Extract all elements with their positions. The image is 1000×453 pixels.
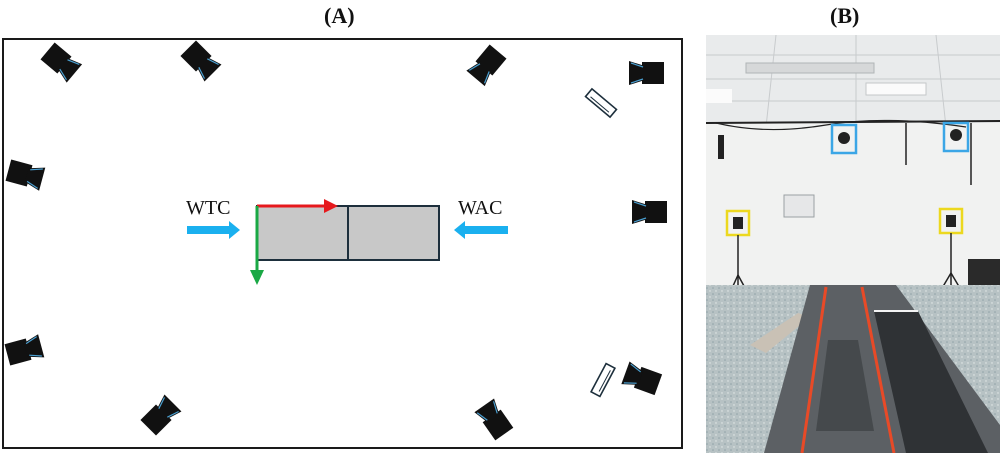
- axis-y-arrow: [250, 206, 264, 285]
- wac-direction-arrow: [454, 221, 508, 239]
- panel-b-label: (B): [830, 3, 860, 28]
- force-plate-1: [256, 205, 349, 261]
- lab-photo: [706, 35, 1000, 453]
- capture-layout-diagram: WTC WAC: [2, 38, 683, 449]
- force-plate-2: [347, 205, 440, 261]
- camera-icon: [631, 199, 668, 225]
- wtc-label: WTC: [186, 197, 230, 219]
- panel-a-label: (A): [324, 3, 355, 28]
- wtc-direction-arrow: [187, 221, 240, 239]
- axis-x-arrow: [257, 199, 338, 213]
- wac-label: WAC: [458, 197, 502, 219]
- camera-icon: [628, 60, 665, 86]
